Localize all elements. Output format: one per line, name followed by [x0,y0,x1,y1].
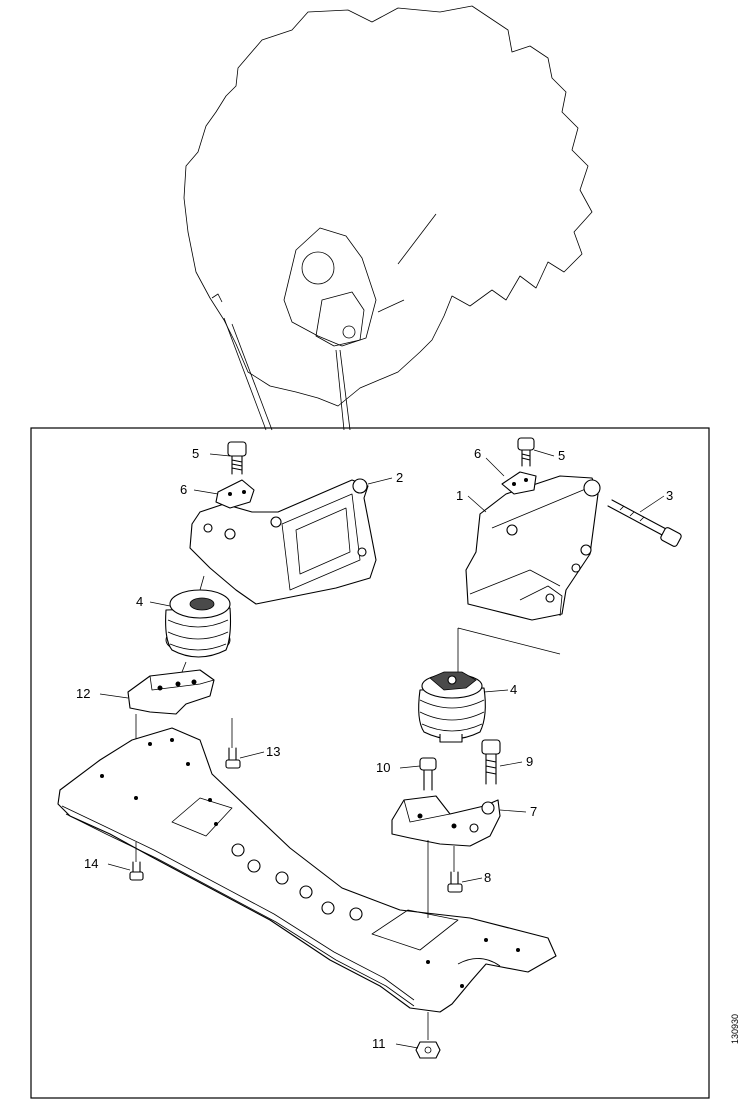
right-engine-bracket [465,475,601,621]
right-bolt-8 [447,846,463,893]
callout-7: 7 [530,804,537,819]
callout-8: 8 [484,870,491,885]
detail-frame [30,427,710,1099]
callout-6-left: 6 [180,482,187,497]
right-rubber-mount-4 [418,671,486,743]
left-engine-bracket [189,478,377,605]
callout-4-left: 4 [136,594,143,609]
left-bolt-13 [225,718,241,769]
engine-outline [183,5,593,407]
right-plate-6 [501,471,537,495]
left-lower-bracket-12 [127,661,215,715]
figure-reference: 130930 [730,1014,740,1044]
bottom-nut-11 [415,1012,441,1059]
callout-11: 11 [372,1036,386,1051]
left-bolt-14 [129,842,144,881]
callout-4-right: 4 [510,682,517,697]
callout-13: 13 [266,744,280,759]
right-bracket-leader [457,627,561,676]
right-bolt-9 [481,739,501,785]
callout-2: 2 [396,470,403,485]
left-plate-6 [215,479,255,509]
left-rubber-mount-4 [165,575,232,658]
right-bolt-10 [419,757,437,791]
callout-5-left: 5 [192,446,199,461]
crossmember [57,727,557,1013]
left-bolt-5 [227,441,247,475]
callout-9: 9 [526,754,533,769]
callout-5-right: 5 [558,448,565,463]
callout-leaders [99,449,665,1049]
callout-10: 10 [376,760,390,775]
callout-3: 3 [666,488,673,503]
callout-12: 12 [76,686,90,701]
callout-14: 14 [84,856,98,871]
engine-leader-lines [223,317,351,431]
callout-1: 1 [456,488,463,503]
right-bolt-3 [607,499,682,547]
callout-6-right: 6 [474,446,481,461]
right-lower-bracket-7 [391,795,501,847]
right-bolt-5 [517,437,535,467]
